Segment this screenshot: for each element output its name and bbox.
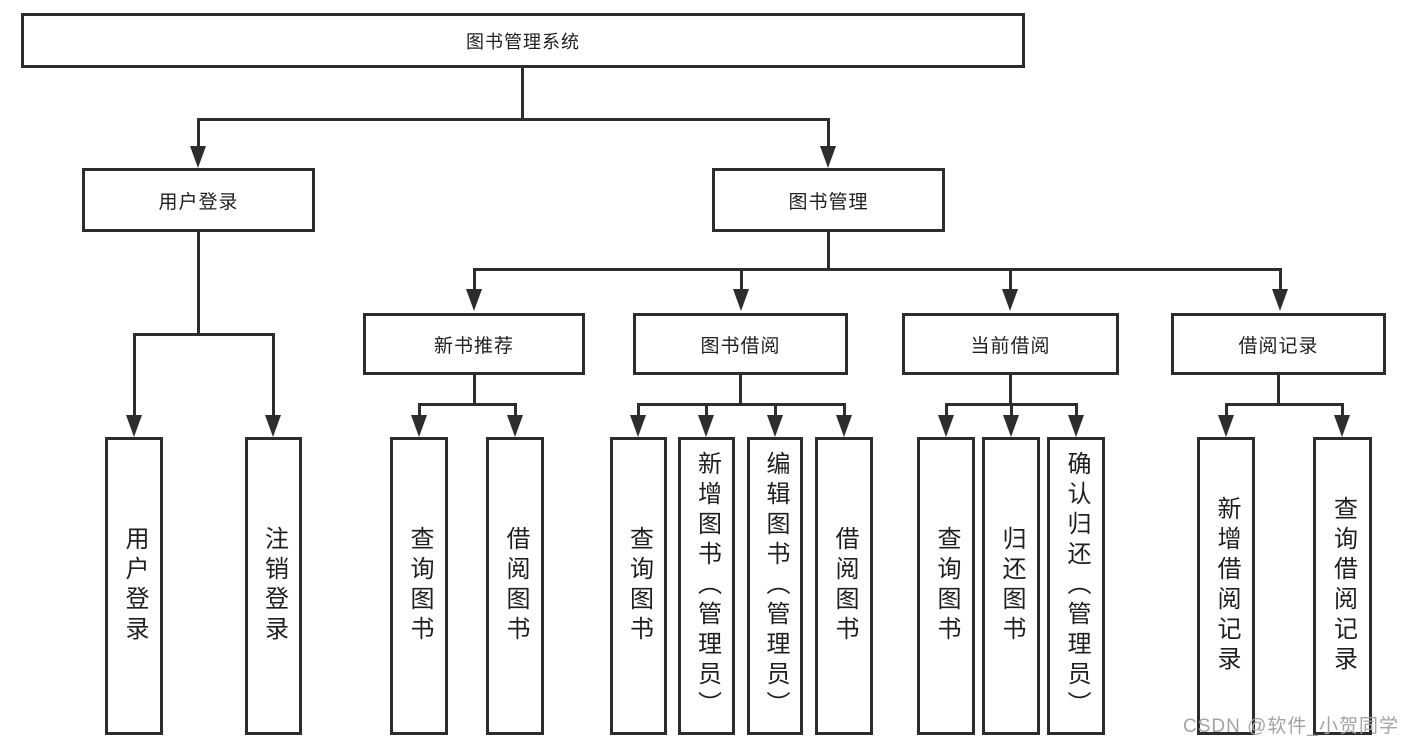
- arrowhead-down-icon: [836, 415, 852, 437]
- node-leaf-query-borrow-record-label: 查询借阅记录: [1329, 496, 1357, 676]
- node-leaf-borrow-book-1: 借阅图书: [486, 437, 544, 735]
- edge-to-leaf-user-login: [133, 333, 136, 417]
- node-book-management-label: 图书管理: [788, 191, 869, 213]
- edge-to-leaf-add-borrow-record: [1225, 403, 1228, 418]
- edge-to-leaf-return-book: [1010, 403, 1013, 418]
- edge-user-login-stem: [197, 232, 200, 336]
- node-user-login: 用户登录: [82, 168, 315, 232]
- node-leaf-query-borrow-record: 查询借阅记录: [1313, 437, 1372, 735]
- arrowhead-down-icon: [507, 415, 523, 437]
- node-leaf-borrow-book-1-label: 借阅图书: [502, 526, 529, 646]
- node-leaf-edit-book-admin-label: 编辑图书（管理员）: [762, 451, 789, 721]
- arrowhead-down-icon: [698, 415, 714, 437]
- edge-root-split: [197, 118, 830, 121]
- edge-to-new-book-recommend: [473, 268, 476, 292]
- arrowhead-down-icon: [411, 415, 427, 437]
- node-leaf-add-book-admin: 新增图书（管理员）: [678, 437, 735, 735]
- node-leaf-logout-label: 注销登录: [260, 526, 288, 646]
- arrowhead-down-icon: [265, 415, 281, 437]
- node-leaf-logout: 注销登录: [245, 437, 302, 735]
- node-leaf-add-borrow-record-label: 新增借阅记录: [1213, 496, 1240, 676]
- node-user-login-label: 用户登录: [158, 191, 239, 213]
- node-current-borrow: 当前借阅: [902, 313, 1119, 375]
- node-leaf-borrow-book-2: 借阅图书: [815, 437, 873, 735]
- arrowhead-down-icon: [1068, 415, 1084, 437]
- node-book-borrow: 图书借阅: [633, 313, 848, 375]
- arrowhead-down-icon: [820, 146, 836, 168]
- edge-borrow-records-stem: [1277, 375, 1280, 406]
- edge-current-borrow-stem: [1009, 375, 1012, 406]
- node-leaf-query-book-1: 查询图书: [390, 437, 448, 735]
- arrowhead-down-icon: [126, 415, 142, 437]
- node-leaf-return-book: 归还图书: [982, 437, 1040, 735]
- arrowhead-down-icon: [190, 146, 206, 168]
- edge-to-leaf-logout: [272, 333, 275, 417]
- node-book-management: 图书管理: [712, 168, 945, 232]
- edge-root-to-user-login: [197, 118, 200, 148]
- arrowhead-down-icon: [938, 415, 954, 437]
- edge-book-borrow-split: [637, 403, 846, 406]
- node-new-book-recommend-label: 新书推荐: [433, 335, 514, 357]
- edge-book-management-stem: [827, 232, 830, 271]
- edge-to-borrow-records: [1279, 268, 1282, 292]
- arrowhead-down-icon: [1334, 415, 1350, 437]
- node-leaf-query-book-3: 查询图书: [917, 437, 975, 735]
- edge-to-leaf-query-borrow-record: [1341, 403, 1344, 418]
- edge-to-leaf-borrow-book-1: [514, 403, 517, 418]
- edge-borrow-records-split: [1225, 403, 1344, 406]
- edge-root-stem: [521, 68, 524, 120]
- edge-to-leaf-borrow-book-2: [843, 403, 846, 418]
- node-current-borrow-label: 当前借阅: [970, 335, 1051, 357]
- arrowhead-down-icon: [1002, 289, 1018, 311]
- arrowhead-down-icon: [1218, 415, 1234, 437]
- node-leaf-user-login-label: 用户登录: [121, 526, 148, 646]
- node-leaf-borrow-book-2-label: 借阅图书: [831, 526, 858, 646]
- node-leaf-add-book-admin-label: 新增图书（管理员）: [693, 451, 721, 721]
- edge-book-borrow-stem: [739, 375, 742, 406]
- edge-to-leaf-edit-book: [774, 403, 777, 418]
- edge-to-leaf-query-book-1: [418, 403, 421, 418]
- node-leaf-user-login: 用户登录: [105, 437, 163, 735]
- arrowhead-down-icon: [733, 289, 749, 311]
- edge-book-management-split: [473, 268, 1282, 271]
- node-root-label: 图书管理系统: [466, 31, 580, 52]
- edge-to-leaf-query-book-2: [637, 403, 640, 418]
- edge-to-leaf-query-book-3: [945, 403, 948, 418]
- node-leaf-confirm-return-admin: 确认归还（管理员）: [1047, 437, 1105, 735]
- node-borrow-records-label: 借阅记录: [1238, 335, 1319, 357]
- node-root-system: 图书管理系统: [21, 13, 1025, 68]
- node-leaf-query-book-1-label: 查询图书: [406, 526, 433, 646]
- node-new-book-recommend: 新书推荐: [363, 313, 585, 375]
- arrowhead-down-icon: [630, 415, 646, 437]
- node-leaf-confirm-return-admin-label: 确认归还（管理员）: [1063, 451, 1090, 721]
- node-leaf-query-book-3-label: 查询图书: [933, 526, 960, 646]
- csdn-watermark: CSDN @软件_小贺同学: [1183, 716, 1399, 737]
- arrowhead-down-icon: [466, 289, 482, 311]
- edge-user-login-split: [133, 333, 275, 336]
- arrowhead-down-icon: [767, 415, 783, 437]
- node-leaf-query-book-2: 查询图书: [610, 437, 667, 735]
- edge-new-book-stem: [473, 375, 476, 406]
- node-leaf-add-borrow-record: 新增借阅记录: [1197, 437, 1255, 735]
- edge-to-current-borrow: [1009, 268, 1012, 292]
- arrowhead-down-icon: [1003, 415, 1019, 437]
- edge-root-to-book-management: [827, 118, 830, 148]
- node-leaf-return-book-label: 归还图书: [998, 526, 1025, 646]
- node-leaf-query-book-2-label: 查询图书: [625, 526, 653, 646]
- node-borrow-records: 借阅记录: [1171, 313, 1386, 375]
- arrowhead-down-icon: [1272, 289, 1288, 311]
- node-book-borrow-label: 图书借阅: [700, 335, 781, 357]
- edge-to-book-borrow: [740, 268, 743, 292]
- edge-new-book-split: [418, 403, 517, 406]
- node-leaf-edit-book-admin: 编辑图书（管理员）: [747, 437, 803, 735]
- edge-to-leaf-add-book: [705, 403, 708, 418]
- edge-to-leaf-confirm-return: [1075, 403, 1078, 418]
